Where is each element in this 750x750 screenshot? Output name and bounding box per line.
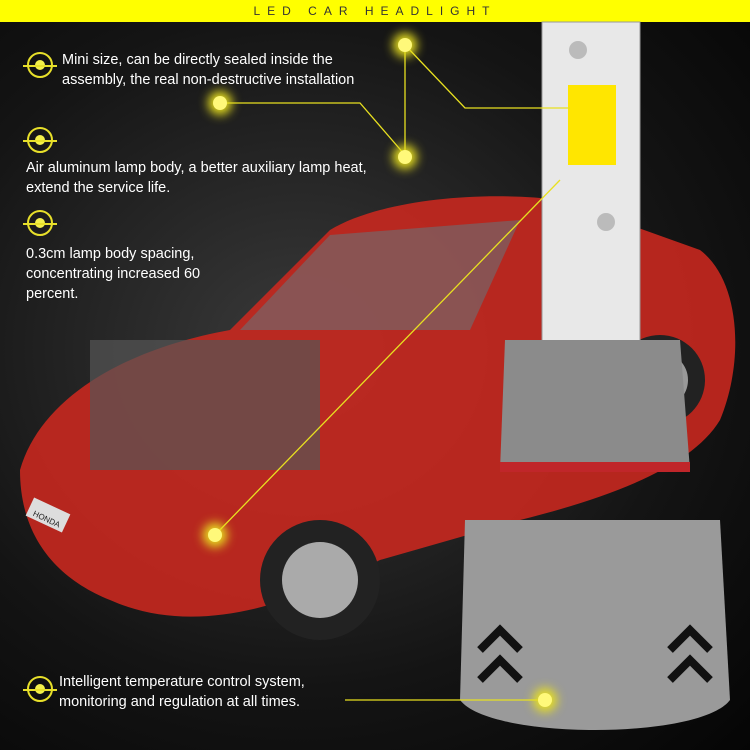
- led-chip: [568, 85, 616, 165]
- glow-dot: [213, 96, 227, 110]
- glow-dot: [398, 150, 412, 164]
- target-icon: [23, 210, 57, 236]
- feature-text: Intelligent temperature control system, …: [59, 674, 305, 710]
- target-icon: [23, 52, 57, 78]
- title-banner: LED CAR HEADLIGHT: [0, 0, 750, 22]
- glow-dot: [398, 38, 412, 52]
- bulb-base: [500, 340, 690, 470]
- bulb-body: [541, 21, 641, 343]
- target-icon: [23, 127, 57, 153]
- glow-dot: [208, 528, 222, 542]
- engine: [90, 340, 320, 470]
- heatsink: [460, 520, 730, 730]
- arrow-icons: [477, 624, 713, 683]
- feature-text: Mini size, can be directly sealed inside…: [62, 52, 355, 88]
- feature-text: 0.3cm lamp body spacing, concentrating i…: [26, 246, 201, 302]
- banner-title: LED CAR HEADLIGHT: [253, 4, 497, 18]
- feature-text: Air aluminum lamp body, a better auxilia…: [26, 160, 367, 196]
- target-icon: [23, 676, 57, 702]
- glow-dot: [538, 693, 552, 707]
